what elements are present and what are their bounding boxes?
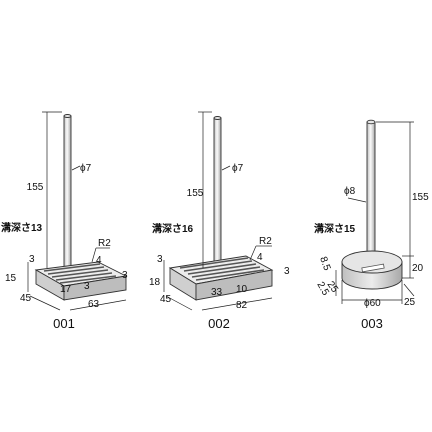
groove-depth-003: 溝深さ15 <box>314 222 356 235</box>
base-height-003: 20 <box>412 263 424 274</box>
product-001: 155 ϕ7 溝深さ13 R2 3 4 3 3 15 17 45 63 001 <box>1 111 128 331</box>
product-code-001: 001 <box>53 316 75 331</box>
dim-d-001: 3 <box>84 281 90 292</box>
width-002: 82 <box>236 300 248 311</box>
pole-diameter-001: ϕ7 <box>80 163 92 174</box>
offset-003: 25 <box>404 297 416 308</box>
dim-c-002: 3 <box>284 266 290 277</box>
width-001: 63 <box>88 299 100 310</box>
groove-depth-001: 溝深さ13 <box>1 221 43 234</box>
inner-001: 17 <box>60 284 72 295</box>
grate-002 <box>179 257 265 281</box>
base-height-002: 18 <box>149 277 161 288</box>
pole-height-002: 155 <box>187 188 204 199</box>
grate-001 <box>43 263 117 284</box>
pole-002 <box>213 117 222 269</box>
depth-002: 45 <box>160 294 172 305</box>
dim-b-001: 4 <box>96 255 102 266</box>
base-right-001 <box>63 275 127 301</box>
pole-diameter-003: ϕ8 <box>344 186 356 197</box>
product-code-003: 003 <box>361 316 383 331</box>
dim-a-001: 3 <box>29 254 35 265</box>
product-002: 155 ϕ7 溝深さ16 R2 3 4 3 18 33 10 45 82 002 <box>149 111 290 331</box>
radius-002: R2 <box>259 236 272 247</box>
depth-001: 45 <box>20 293 32 304</box>
pole-height-003: 155 <box>412 192 429 203</box>
pole-001 <box>63 115 72 269</box>
dim-a-002: 3 <box>157 254 163 265</box>
dim-c-001: 3 <box>122 270 128 281</box>
slot-003 <box>361 263 385 273</box>
slot-a-003: 8.5 <box>317 255 332 272</box>
dimension-lines-002 <box>163 111 273 311</box>
product-003: 155 20 ϕ8 溝深さ15 8.5 2.5 25 ϕ60 25 003 <box>314 119 429 331</box>
dim-b-002: 4 <box>257 252 263 263</box>
pole-height-001: 155 <box>27 182 44 193</box>
pole-003 <box>366 121 376 256</box>
product-code-002: 002 <box>208 316 230 331</box>
pole-top-001 <box>63 114 72 118</box>
base-height-001: 15 <box>5 273 17 284</box>
disc-top-003 <box>341 250 403 274</box>
groove-depth-002: 溝深さ16 <box>152 222 194 235</box>
base-right-002 <box>195 269 273 301</box>
dimension-lines-001 <box>27 111 127 311</box>
dimension-lines-003 <box>335 121 415 304</box>
inner-002: 33 <box>211 287 223 298</box>
diameter-003: ϕ60 <box>364 298 381 309</box>
pole-top-002 <box>213 116 222 120</box>
pole-diameter-002: ϕ7 <box>232 163 244 174</box>
radius-001: R2 <box>98 238 111 249</box>
slot-002: 10 <box>236 284 248 295</box>
pole-top-003 <box>366 119 376 125</box>
